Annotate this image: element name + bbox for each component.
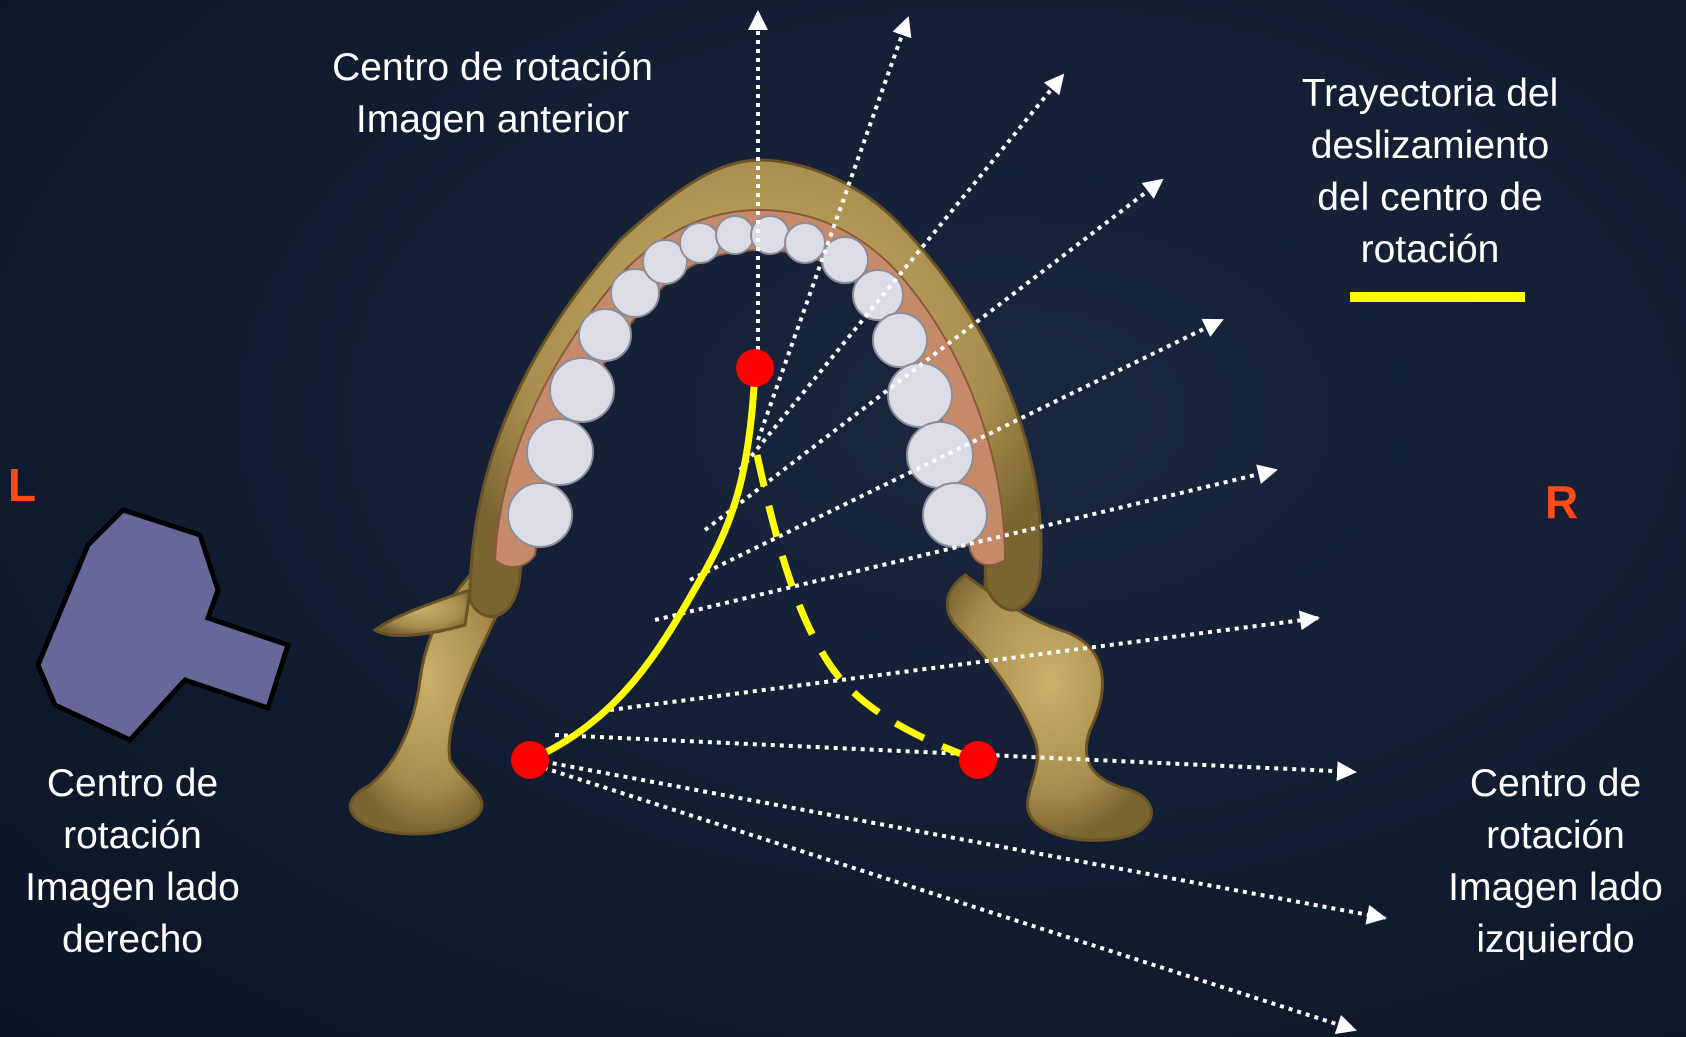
label-trajectory-line-2: deslizamiento [1245,120,1615,172]
label-anterior-center: Centro de rotación Imagen anterior [290,42,695,146]
label-left-side-line-1: Centro de [1425,758,1686,810]
label-trajectory: Trayectoria del deslizamiento del centro… [1245,68,1615,276]
rotation-center-right [959,741,997,779]
label-right-side-line-1: Centro de [0,758,265,810]
left-side-marker: L [8,458,36,512]
label-right-side-line-2: rotación [0,810,265,862]
label-trajectory-line-4: rotación [1245,224,1615,276]
right-side-marker: R [1545,475,1578,529]
label-left-side-image: Centro de rotación Imagen lado izquierdo [1425,758,1686,966]
label-left-side-line-4: izquierdo [1425,914,1686,966]
beam-10 [535,765,1355,1030]
label-left-side-line-2: rotación [1425,810,1686,862]
label-anterior-line-1: Centro de rotación [290,42,695,94]
label-right-side-line-4: derecho [0,914,265,966]
mandible-illustration [350,160,1151,840]
xray-tube-icon [38,510,288,740]
right-ramus [947,575,1151,840]
label-trajectory-line-1: Trayectoria del [1245,68,1615,120]
label-right-side-line-3: Imagen lado [0,862,265,914]
yellow-line-swatch [1350,292,1525,302]
label-left-side-line-3: Imagen lado [1425,862,1686,914]
label-trajectory-line-3: del centro de [1245,172,1615,224]
rotation-center-anterior [736,349,774,387]
beam-9 [535,760,1385,918]
left-coronoid [375,590,470,635]
label-right-side-image: Centro de rotación Imagen lado derecho [0,758,265,966]
rotation-center-left [511,741,549,779]
label-anterior-line-2: Imagen anterior [290,94,695,146]
